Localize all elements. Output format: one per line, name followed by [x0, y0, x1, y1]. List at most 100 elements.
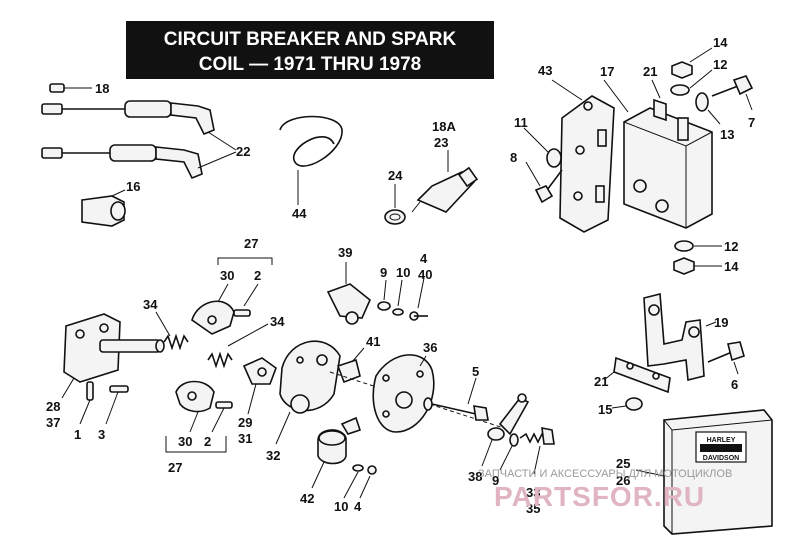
box-brand-bottom: DAVIDSON [703, 455, 739, 462]
watermark: ЗАПЧАСТИ И АКСЕССУАРЫ ДЛЯ МОТОЦИКЛОВ PAR… [478, 468, 732, 512]
part-4-screw-top: 4 40 [409, 251, 432, 321]
part-9-washer-top: 9 [377, 265, 391, 311]
label-17: 17 [600, 64, 614, 79]
part-22-spark-plug-cables: 22 [41, 100, 250, 180]
part-34-spring-left: 34 [143, 297, 189, 351]
label-43: 43 [538, 63, 552, 78]
label-26: 26 [616, 473, 630, 488]
part-16-boot: 16 [81, 179, 140, 227]
part-15-washer: 15 [598, 397, 643, 417]
label-2-bottom: 2 [204, 434, 211, 449]
part-27-advance-weights-bottom: 30 2 27 [165, 380, 233, 475]
label-34-left: 34 [143, 297, 158, 312]
label-12-bottom: 12 [724, 239, 738, 254]
label-10-bottom: 10 [334, 499, 348, 514]
part-27-advance-weights-top: 27 30 2 [191, 236, 273, 335]
part-23-spark-plug: 18A 23 [411, 119, 479, 213]
part-25-parts-kit-box: HARLEY DAVIDSON 25 26 [616, 409, 773, 535]
label-44: 44 [292, 206, 307, 221]
label-14-top: 14 [713, 35, 728, 50]
label-36: 36 [423, 340, 437, 355]
label-1: 1 [74, 427, 81, 442]
part-7-bolt: 7 [711, 75, 755, 130]
label-5: 5 [472, 364, 479, 379]
box-brand-top: HARLEY [707, 437, 736, 444]
label-42: 42 [300, 491, 314, 506]
label-8: 8 [510, 150, 517, 165]
label-25: 25 [616, 456, 630, 471]
label-35: 35 [526, 501, 540, 516]
part-8-bolt: 8 [510, 150, 563, 204]
watermark-caption: ЗАПЧАСТИ И АКСЕССУАРЫ ДЛЯ МОТОЦИКЛОВ [478, 468, 732, 480]
label-21-top: 21 [643, 64, 657, 79]
part-4-screw-bottom: 4 [354, 465, 377, 514]
title-line-2: COIL — 1971 THRU 1978 [199, 54, 421, 75]
part-24-washer: 24 [384, 168, 406, 225]
title-background [126, 21, 494, 79]
label-21-bottom: 21 [594, 374, 608, 389]
part-11-washer: 11 [514, 115, 562, 168]
part-10-lockwasher-bottom: 10 [334, 464, 364, 514]
label-3: 3 [98, 427, 105, 442]
part-28-timer-base: 28 37 [46, 313, 165, 430]
label-7: 7 [748, 115, 755, 130]
label-23: 23 [434, 135, 448, 150]
part-12-top-washer: 12 [670, 57, 727, 96]
part-17-ignition-coil: 17 21 [600, 64, 713, 229]
label-22: 22 [236, 144, 250, 159]
part-12-bottom-washer: 12 [674, 239, 738, 254]
label-14-bottom: 14 [724, 259, 739, 274]
label-15: 15 [598, 402, 612, 417]
label-27-top: 27 [244, 236, 258, 251]
part-14-bottom-nut: 14 [673, 257, 739, 275]
label-19: 19 [714, 315, 728, 330]
part-3-screw: 3 [98, 385, 129, 442]
part-19-mount-bracket: 19 [643, 292, 728, 382]
part-9-washer-bottom: 9 [492, 433, 519, 488]
part-14-top-nut: 14 [671, 35, 728, 79]
part-39-contact-points: 39 [326, 245, 371, 325]
part-1-pin: 1 [74, 381, 94, 442]
part-13-lockwasher: 13 [695, 92, 734, 142]
label-37: 37 [46, 415, 60, 430]
label-38: 38 [468, 469, 482, 484]
label-31: 31 [238, 431, 252, 446]
label-40: 40 [418, 267, 432, 282]
part-10-lockwasher-top: 10 [392, 265, 410, 316]
part-42-condenser: 42 [300, 416, 362, 506]
label-34-right: 34 [270, 314, 285, 329]
label-6: 6 [731, 377, 738, 392]
label-32: 32 [266, 448, 280, 463]
title-block: CIRCUIT BREAKER AND SPARK COIL — 1971 TH… [126, 21, 494, 79]
label-30-top: 30 [220, 268, 234, 283]
part-43-coil-bracket: 43 [538, 63, 615, 233]
label-9-bottom: 9 [492, 473, 499, 488]
label-10-top: 10 [396, 265, 410, 280]
label-11: 11 [514, 115, 528, 130]
label-18a: 18A [432, 119, 456, 134]
title-line-1: CIRCUIT BREAKER AND SPARK [164, 29, 457, 50]
part-44-wire: 44 [279, 115, 343, 221]
label-16: 16 [126, 179, 140, 194]
label-27-bottom: 27 [168, 460, 182, 475]
label-33: 33 [526, 485, 540, 500]
label-2-top: 2 [254, 268, 261, 283]
label-13: 13 [720, 127, 734, 142]
label-30-bottom: 30 [178, 434, 192, 449]
part-21-strap: 21 [594, 356, 671, 394]
part-34-spring-right: 34 [207, 314, 285, 369]
label-12-top: 12 [713, 57, 727, 72]
part-29-cam: 29 31 [238, 357, 277, 446]
label-4-top: 4 [420, 251, 428, 266]
part-33-screw: 33 35 [519, 426, 555, 516]
watermark-logo: PARTSFOR.RU [494, 481, 705, 512]
label-29: 29 [238, 415, 252, 430]
label-9-top: 9 [380, 265, 387, 280]
part-5-bolt: 5 [423, 364, 489, 421]
part-41-clip: 41 [336, 334, 380, 384]
label-24: 24 [388, 168, 403, 183]
part-36-breaker-base: 36 [372, 340, 437, 433]
label-39: 39 [338, 245, 352, 260]
part-18-terminal: 18 [49, 81, 109, 96]
